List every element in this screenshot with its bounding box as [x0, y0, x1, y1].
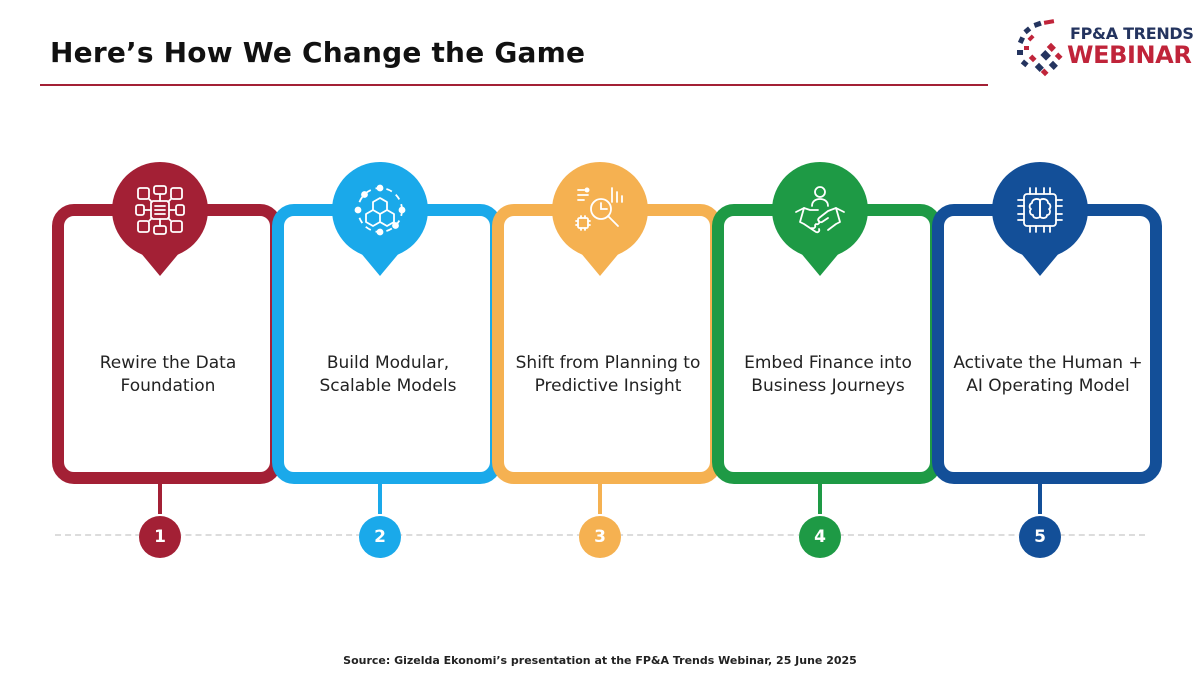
analytics-magnifier-icon [575, 187, 623, 231]
source-footnote: Source: Gizelda Ekonomi’s presentation a… [343, 654, 857, 667]
data-network-icon [135, 185, 185, 235]
ai-brain-chip-icon [1017, 187, 1063, 233]
step-label: Embed Finance into Business Journeys [744, 353, 912, 396]
icon-badge [770, 160, 870, 280]
step-number-badge: 4 [799, 516, 841, 558]
step-label: Build Modular, Scalable Models [319, 353, 457, 396]
pin-shape [552, 162, 648, 276]
connector-stem [1038, 472, 1042, 514]
logo-text-bottom: WEBINAR [1067, 41, 1192, 69]
step-number-badge: 3 [579, 516, 621, 558]
icon-badge [110, 160, 210, 280]
icon-badge [330, 160, 430, 280]
connector-stem [158, 472, 162, 514]
pin-shape [772, 162, 868, 276]
step-card-3: Shift from Planning to Predictive Insigh… [492, 160, 722, 580]
connector-stem [818, 472, 822, 514]
step-number-badge: 5 [1019, 516, 1061, 558]
logo-text-top: FP&A TRENDS [1070, 24, 1194, 43]
step-label: Activate the Human + AI Operating Model [953, 353, 1143, 396]
modular-cubes-icon [354, 184, 406, 236]
connector-stem [598, 472, 602, 514]
step-label: Rewire the Data Foundation [99, 353, 237, 396]
connector-stem [378, 472, 382, 514]
step-number-badge: 1 [139, 516, 181, 558]
icon-badge [990, 160, 1090, 280]
page-title: Here’s How We Change the Game [50, 36, 586, 69]
step-card-1: Rewire the Data Foundation 1 [52, 160, 282, 580]
title-underline [40, 84, 988, 86]
icon-badge [550, 160, 650, 280]
step-card-2: Build Modular, Scalable Models 2 [272, 160, 502, 580]
pin-shape [332, 162, 428, 276]
step-card-5: Activate the Human + AI Operating Model … [932, 160, 1162, 580]
fpa-trends-webinar-logo: FP&A TRENDS WEBINAR [1012, 14, 1194, 80]
handshake-icon [795, 186, 845, 234]
step-card-4: Embed Finance into Business Journeys 4 [712, 160, 942, 580]
step-number-badge: 2 [359, 516, 401, 558]
logo-mark-icon [1017, 19, 1063, 77]
step-label: Shift from Planning to Predictive Insigh… [515, 353, 701, 396]
